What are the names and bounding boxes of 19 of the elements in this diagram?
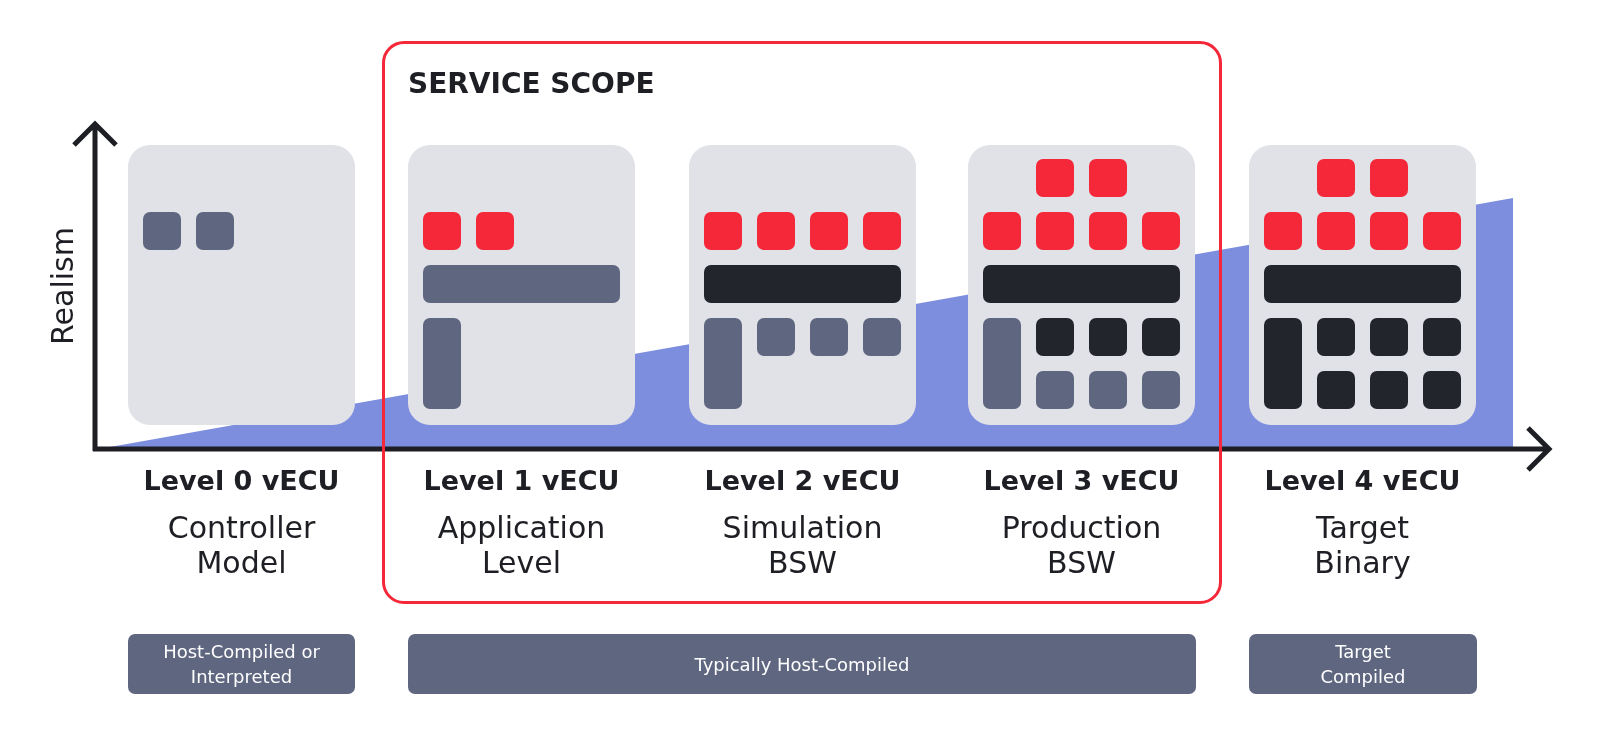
scope-title: SERVICE SCOPE — [408, 68, 655, 100]
band-text: Typically Host-Compiled — [694, 652, 910, 677]
axis-title: Realism — [46, 227, 80, 345]
level-title: Level 3 vECU — [983, 465, 1180, 496]
scope-frame — [382, 41, 1222, 604]
band-text: Host-Compiled or Interpreted — [162, 640, 321, 689]
band-text: Target Compiled — [1319, 640, 1407, 689]
level-title: Level 4 vECU — [1264, 465, 1461, 496]
level-description: Target Binary — [1313, 510, 1412, 580]
compile-band — [408, 634, 1196, 694]
level-title: Level 1 vECU — [423, 465, 620, 496]
level-title: Level 2 vECU — [704, 465, 901, 496]
level-description: Simulation BSW — [721, 510, 884, 580]
level-description: Production BSW — [1000, 510, 1163, 580]
level-description: Application Level — [436, 510, 607, 580]
compile-band — [1249, 634, 1477, 694]
level-title: Level 0 vECU — [143, 465, 340, 496]
compile-band — [128, 634, 355, 694]
level-description: Controller Model — [166, 510, 317, 580]
